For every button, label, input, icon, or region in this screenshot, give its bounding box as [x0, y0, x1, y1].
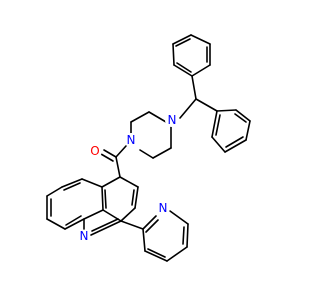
- molecule-structure: N N O N N: [46, 34, 251, 262]
- bond: [182, 226, 185, 245]
- bond: [101, 186, 104, 211]
- bond: [191, 75, 197, 100]
- bond: [139, 149, 154, 159]
- bond: [104, 189, 107, 209]
- bond: [211, 136, 226, 153]
- bond: [120, 220, 144, 230]
- bond: [234, 113, 247, 123]
- bond: [224, 139, 247, 153]
- atom-n-piperazine-bottom: N: [124, 133, 138, 147]
- bond: [172, 34, 192, 45]
- atom-label: N: [80, 229, 89, 243]
- bond: [142, 215, 157, 230]
- bond: [179, 98, 197, 119]
- atom-label: O: [90, 144, 99, 158]
- bond: [190, 34, 211, 45]
- bond: [147, 248, 166, 258]
- bond: [100, 153, 114, 162]
- bonds-quinoline-n: [83, 218, 122, 236]
- bond: [65, 215, 82, 226]
- bond: [176, 62, 192, 73]
- bond: [46, 186, 63, 197]
- bond: [63, 182, 81, 191]
- bond: [46, 218, 66, 230]
- bond: [173, 64, 193, 77]
- atom-labels: N N O N N: [77, 113, 179, 243]
- bond: [91, 218, 119, 232]
- bond: [130, 111, 150, 123]
- bond: [90, 220, 122, 236]
- bonds: [46, 34, 251, 262]
- bond: [134, 186, 139, 209]
- bond: [61, 178, 83, 188]
- atom-label: N: [127, 133, 136, 147]
- bond: [142, 228, 146, 252]
- atom-o-carbonyl: O: [88, 144, 102, 158]
- bond: [225, 136, 244, 148]
- bond: [152, 147, 172, 159]
- bond: [103, 149, 117, 158]
- bond: [115, 156, 121, 178]
- atom-n-piperazine-top: N: [165, 113, 179, 127]
- bond: [166, 246, 188, 262]
- bond: [172, 43, 175, 66]
- bond: [169, 210, 189, 225]
- bond: [215, 114, 221, 136]
- bond: [175, 38, 191, 47]
- bond: [145, 219, 159, 233]
- bond: [148, 111, 167, 123]
- bond: [235, 109, 251, 122]
- atom-label: N: [168, 113, 177, 127]
- molecule-canvas: N N O N N: [46, 34, 251, 262]
- bond: [216, 109, 237, 112]
- bond: [119, 176, 139, 188]
- bond: [191, 64, 211, 77]
- atom-n-quinoline: N: [77, 229, 91, 243]
- atom-n-pyridine: N: [156, 201, 170, 215]
- bond: [81, 178, 103, 188]
- bond: [120, 207, 136, 222]
- bond: [64, 218, 85, 230]
- bond: [83, 209, 104, 220]
- bond: [101, 176, 121, 188]
- bond: [115, 145, 127, 158]
- bond: [144, 250, 168, 262]
- bond: [195, 98, 218, 112]
- bond: [186, 223, 189, 248]
- atom-label: N: [159, 201, 168, 215]
- bond: [131, 189, 135, 206]
- bond: [245, 120, 251, 141]
- bond: [211, 110, 218, 138]
